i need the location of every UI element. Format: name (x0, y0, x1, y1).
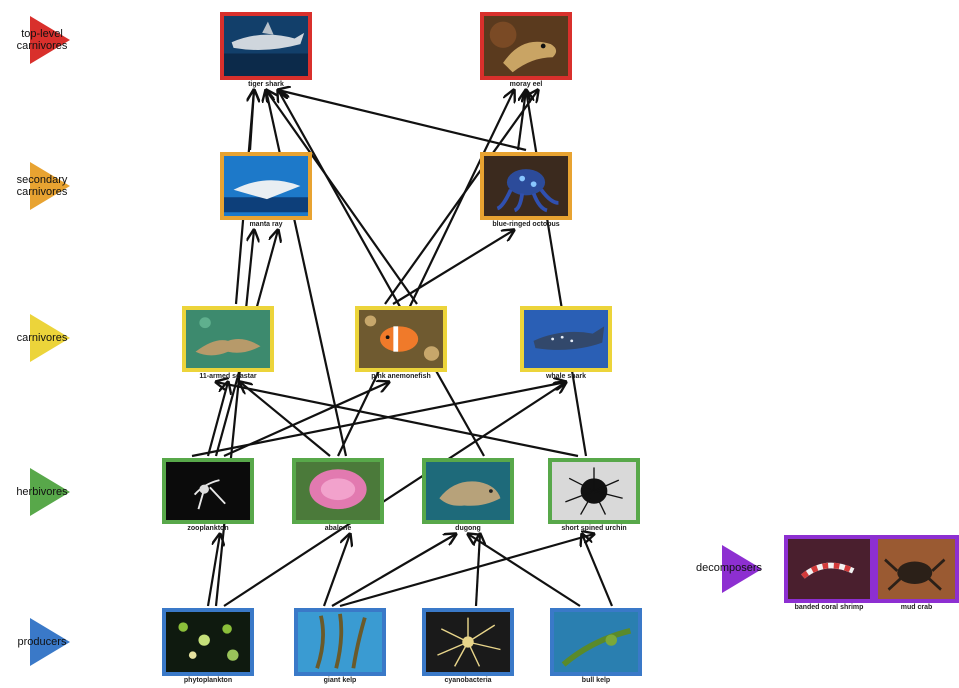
organism-label: bull kelp (581, 677, 611, 684)
triangle-icon (30, 162, 70, 210)
manta-ray-photo (220, 152, 312, 220)
triangle-icon (30, 618, 70, 666)
organism-label: abalone (324, 525, 352, 532)
organism-card-zooplankton: zooplankton (162, 458, 254, 536)
abalone-photo (292, 458, 384, 524)
feeding-arrow-giant-kelp-to-abalone (322, 534, 350, 607)
organism-label: blue-ringed octopus (492, 221, 560, 228)
organism-label: cyanobacteria (444, 677, 492, 684)
level-carnivore: carnivores (0, 314, 80, 362)
giant-kelp-photo (294, 608, 386, 676)
blue-ringed-octopus-photo (480, 152, 572, 220)
feeding-arrow-zooplankton-to-11-armed-seastar (206, 382, 228, 457)
organism-label: manta ray (249, 221, 283, 228)
feeding-arrow-phytoplankton-to-manta-ray (214, 230, 254, 607)
organism-label: moray eel (509, 81, 543, 88)
bull-kelp-photo (550, 608, 642, 676)
organism-card-short-spined-urchin: short spined urchin (548, 458, 640, 536)
feeding-arrow-abalone-to-tiger-shark (266, 90, 348, 457)
organism-card-pink-anemonefish: pink anemonefish (355, 306, 447, 384)
organism-card-whale-shark: whale shark (520, 306, 612, 384)
organism-card-dugong: dugong (422, 458, 514, 536)
level-label-secondary: secondary carnivores (16, 174, 68, 198)
triangle-icon (722, 545, 762, 593)
organism-card-mud-crab: mud crab (874, 535, 959, 615)
organism-label: zooplankton (187, 525, 229, 532)
whale-shark-photo (520, 306, 612, 372)
level-label-top: top-level carnivores (16, 28, 68, 52)
level-label-herbivore: herbivores (16, 486, 68, 498)
feeding-arrow-short-spined-urchin-to-11-armed-seastar (216, 382, 579, 458)
cyanobacteria-photo (422, 608, 514, 676)
feeding-arrow-bull-kelp-to-short-spined-urchin (582, 534, 614, 607)
triangle-icon (30, 16, 70, 64)
organism-card-11-armed-seastar: 11-armed seastar (182, 306, 274, 384)
triangle-icon (30, 314, 70, 362)
tiger-shark-photo (220, 12, 312, 82)
level-secondary: secondary carnivores (0, 162, 80, 210)
feeding-arrow-pink-anemonefish-to-blue-ringed-octopus (392, 230, 514, 305)
feeding-arrow-bull-kelp-to-dugong (468, 534, 581, 607)
feeding-arrow-short-spined-urchin-to-moray-eel (526, 90, 588, 457)
organism-card-giant-kelp: giant kelp (294, 608, 386, 688)
organism-label: phytoplankton (183, 677, 233, 684)
feeding-arrow-cyanobacteria-to-dugong (476, 534, 480, 607)
organism-card-phytoplankton: phytoplankton (162, 608, 254, 688)
triangle-icon (30, 468, 70, 516)
organism-card-banded-coral-shrimp: banded coral shrimp (784, 535, 874, 615)
level-top: top-level carnivores (0, 16, 80, 64)
feeding-arrow-giant-kelp-to-dugong (331, 534, 456, 607)
organism-label: pink anemonefish (371, 373, 431, 380)
organism-label: 11-armed seastar (199, 373, 257, 380)
level-label-carnivore: carnivores (16, 332, 68, 344)
organism-label: whale shark (545, 373, 587, 380)
level-producer: producers (0, 618, 80, 666)
organism-card-cyanobacteria: cyanobacteria (422, 608, 514, 688)
organism-card-manta-ray: manta ray (220, 152, 312, 232)
level-herbivore: herbivores (0, 468, 80, 516)
pink-anemonefish-photo (355, 306, 447, 372)
11-armed-seastar-photo (182, 306, 274, 372)
mud-crab-photo (874, 535, 959, 603)
moray-eel-photo (480, 12, 572, 80)
level-decomposer (722, 545, 766, 593)
feeding-arrow-dugong-to-tiger-shark (278, 90, 485, 457)
organism-label: short spined urchin (561, 525, 627, 532)
dugong-photo (422, 458, 514, 524)
organism-card-tiger-shark: tiger shark (220, 12, 312, 92)
organism-card-bull-kelp: bull kelp (550, 608, 642, 688)
organism-label: giant kelp (323, 677, 357, 684)
zooplankton-photo (162, 458, 254, 524)
level-label-producer: producers (17, 636, 67, 648)
feeding-arrow-abalone-to-11-armed-seastar (240, 382, 331, 457)
feeding-arrow-abalone-to-moray-eel (337, 90, 514, 457)
organism-card-moray-eel: moray eel (480, 12, 572, 92)
feeding-arrow-phytoplankton-to-zooplankton (206, 534, 220, 607)
feeding-arrow-giant-kelp-to-short-spined-urchin (339, 534, 594, 608)
banded-coral-shrimp-photo (784, 535, 874, 603)
organism-card-blue-ringed-octopus: blue-ringed octopus (480, 152, 572, 232)
feeding-links (191, 90, 614, 608)
organism-card-abalone: abalone (292, 458, 384, 536)
feeding-arrow-phytoplankton-to-whale-shark (223, 382, 566, 607)
feeding-arrow-pink-anemonefish-to-tiger-shark (266, 90, 418, 305)
short-spined-urchin-photo (548, 458, 640, 524)
feeding-arrow-blue-ringed-octopus-to-tiger-shark (278, 90, 527, 152)
organism-label: mud crab (900, 604, 933, 611)
level-label-decomposer: decomposers (696, 562, 763, 574)
organism-label: dugong (455, 525, 481, 532)
phytoplankton-photo (162, 608, 254, 676)
organism-label: tiger shark (248, 81, 284, 88)
feeding-arrow-blue-ringed-octopus-to-moray-eel (516, 90, 526, 151)
feeding-arrow-zooplankton-to-whale-shark (191, 382, 566, 458)
organism-label: banded coral shrimp (794, 604, 864, 611)
